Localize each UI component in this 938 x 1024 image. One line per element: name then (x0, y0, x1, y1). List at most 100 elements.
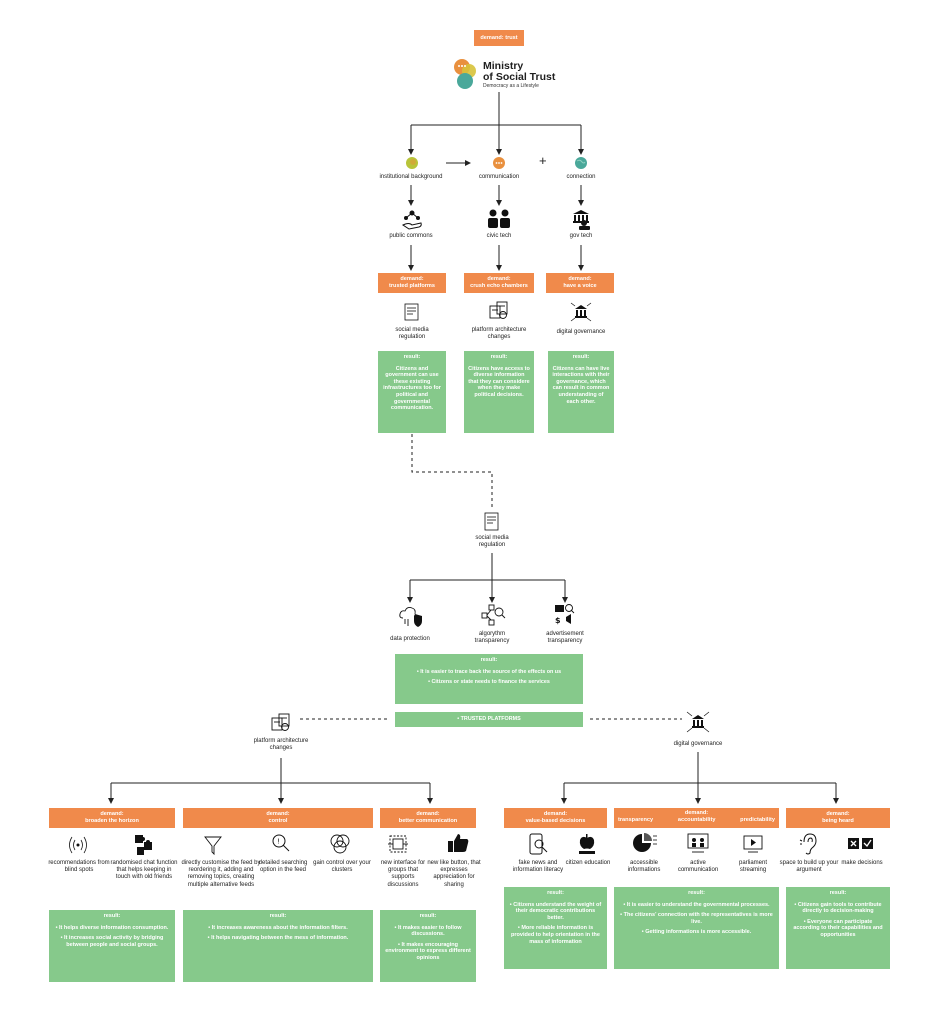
demand-label: demand: (416, 811, 440, 817)
result-text: • The citizens' connection with the repr… (620, 912, 773, 925)
result-text: • It makes encouraging environment to ex… (385, 941, 471, 961)
argument-space-label: space to build up your argument (779, 860, 839, 874)
regulation-title: social media regulation (475, 535, 509, 549)
result-text: • It increases awareness about the infor… (208, 924, 348, 931)
demand-value: being heard (822, 818, 854, 824)
public-commons-label: public commons (389, 233, 433, 239)
logo-line2: of Social Trust (483, 71, 556, 83)
platform-architecture-label: platform architecture changes (471, 327, 527, 341)
clusters-label: gain control over your clusters (313, 860, 371, 874)
random-chat-label: randomised chat function that helps keep… (110, 860, 178, 881)
parliament-streaming-label: parliament streaming (738, 860, 767, 874)
trusted-platforms-label: • TRUSTED PLATFORMS (457, 716, 521, 722)
result-text: • Citizens gain tools to contribute dire… (794, 901, 882, 915)
search-magnifier-icon: ! (272, 834, 290, 852)
communication-label: communication (478, 174, 520, 180)
logo-line1: Ministry (483, 60, 524, 72)
result-text: • It helps navigating between the mess o… (207, 935, 349, 942)
civic-tech-icon (488, 209, 510, 228)
demand-label: demand: (487, 276, 511, 282)
demand-label: demand: (543, 811, 568, 817)
social-media-regulation-label: social media regulation (395, 327, 429, 341)
result-label: result: (103, 913, 121, 919)
result-have-a-voice: result: Citizens can have live interacti… (548, 351, 614, 433)
result-control: result: • It increases awareness about t… (183, 910, 373, 982)
algorythm-icon (481, 604, 506, 626)
svg-text:$: $ (555, 616, 561, 625)
demand-broaden-horizon: demand: broaden the horizon (49, 808, 175, 828)
detailed-search-label: detailed searching option in the feed (258, 860, 308, 874)
digital-governance-icon (570, 302, 592, 322)
platform-architecture-icon (489, 301, 508, 319)
group-interface-icon (388, 835, 408, 853)
group-interface-label: new interface for groups that supports d… (380, 860, 426, 888)
result-label: result: (403, 354, 421, 360)
demand-value-based-decisions: demand: value-based decisions (504, 808, 607, 828)
demand-accountability: accountability (677, 817, 716, 823)
platform-architecture-icon (271, 713, 290, 731)
result-label: result: (547, 890, 564, 896)
demand-being-heard: demand: being heard (786, 808, 890, 828)
demand-have-a-voice: demand: have a voice (546, 273, 614, 293)
demand-predictability: predictability (740, 817, 775, 823)
decision-check-icon (848, 838, 873, 849)
logo-text: Ministry of Social Trust Democracy as a … (483, 60, 563, 90)
venn-clusters-icon (330, 834, 350, 854)
demand-value: crush echo chambers (470, 283, 528, 289)
result-text: • Citizens understand the weight of thei… (509, 901, 602, 921)
demand-label: demand: (826, 811, 850, 817)
algorythm-label: algorythm transparency (474, 631, 510, 645)
demand-value: value-based decisions (525, 818, 586, 824)
svg-text:!: ! (277, 838, 280, 846)
result-broaden-horizon: result: • It helps diverse information c… (49, 910, 175, 982)
like-button-label: new like button, that expresses apprecia… (427, 860, 481, 888)
ministry-logo-icon (454, 59, 476, 89)
result-text: • It increases social activity by bridgi… (60, 935, 164, 948)
result-text: Citizens and government can use these ex… (383, 365, 441, 412)
result-text: • It helps diverse information consumpti… (55, 924, 169, 931)
institutional-label: institutional background (379, 174, 443, 180)
demand-trust-badge: demand: trust (474, 30, 524, 46)
demand-label: demand: (400, 276, 424, 282)
demand-value: trusted platforms (389, 283, 435, 289)
result-text: • It makes easier to follow discussions. (394, 924, 462, 938)
result-label: result: (269, 913, 287, 919)
demand-label: demand: (266, 811, 290, 817)
demand-better-communication: demand: better communication (380, 808, 476, 828)
document-regulation-icon (404, 303, 419, 321)
filter-funnel-icon (204, 836, 222, 856)
recommend-label: recommendations from blind spots (48, 860, 110, 874)
demand-value: have a voice (563, 283, 597, 289)
demand-trusted-platforms: demand: trusted platforms (378, 273, 446, 293)
public-commons-icon (402, 210, 422, 230)
result-text: • Getting informations is more accessibl… (641, 929, 752, 936)
pie-chart-icon (633, 833, 657, 852)
demand-label: demand: (684, 810, 709, 816)
customise-feed-label: directly customise the feed by reorderin… (181, 860, 261, 888)
trusted-platforms-badge: • TRUSTED PLATFORMS (395, 712, 583, 727)
result-label: result: (829, 890, 847, 896)
digital-governance-label: digital governance (556, 329, 606, 335)
civic-tech-label: civic tech (486, 233, 512, 239)
document-regulation-icon (484, 512, 499, 531)
blind-spot-radar-icon (69, 836, 87, 854)
streaming-play-icon (743, 835, 763, 853)
demand-transparency: transparency (618, 817, 654, 823)
fake-news-label: fake news and information literacy (512, 860, 564, 874)
active-communication-icon (687, 833, 709, 853)
demand-trust-label: demand: trust (480, 34, 518, 41)
governance-title: digital governance (673, 741, 723, 747)
gov-tech-label: gov tech (569, 233, 593, 239)
result-text: • It is easier to trace back the source … (416, 668, 562, 675)
result-text: • Everyone can participate according to … (793, 918, 883, 938)
result-text: • More reliable information is provided … (511, 925, 600, 945)
active-communication-label: active communication (677, 860, 719, 874)
result-label: result: (419, 913, 437, 919)
result-being-heard: result: • Citizens gain tools to contrib… (786, 887, 890, 969)
data-protection-icon (399, 606, 422, 627)
result-label: result: (490, 354, 508, 360)
demand-value: broaden the horizon (85, 818, 139, 824)
advertisement-label: advertisement transparency (546, 631, 584, 645)
result-better-communication: result: • It makes easier to follow disc… (380, 910, 476, 982)
